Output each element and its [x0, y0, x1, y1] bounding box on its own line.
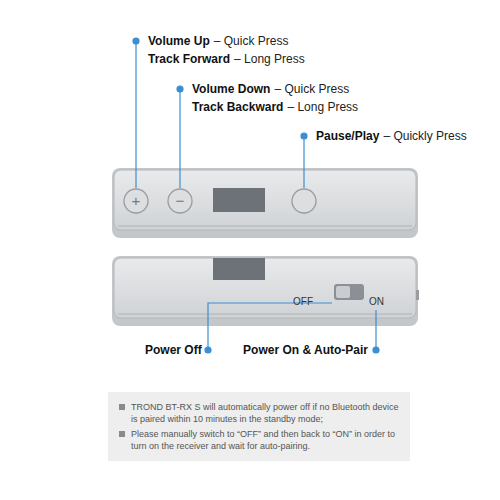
- callout-desc: – Quick Press: [214, 34, 289, 48]
- callout-title: Volume Up: [148, 34, 210, 48]
- bullet-square: [119, 431, 125, 437]
- button-symbol: +: [132, 193, 141, 208]
- callout-desc: – Long Press: [234, 52, 305, 66]
- receiver-front: [112, 168, 418, 238]
- callout-title: Track Forward: [148, 52, 230, 66]
- button-symbol: −: [176, 193, 185, 208]
- callout-title: Power On & Auto-Pair: [243, 343, 368, 357]
- note-box: TROND BT-RX S will automatically power o…: [108, 392, 410, 461]
- callout-title: Track Backward: [192, 100, 283, 114]
- bullet-square: [119, 404, 125, 410]
- callout-title: Pause/Play: [316, 129, 379, 143]
- note-text: Please manually switch to “OFF” and then…: [117, 428, 401, 452]
- callout-title: Power Off: [145, 343, 202, 357]
- callout-desc: – Quick Press: [274, 82, 349, 96]
- callout-desc: – Long Press: [287, 100, 358, 114]
- callout-title: Volume Down: [192, 82, 270, 96]
- callout-desc: – Quickly Press: [383, 129, 466, 143]
- receiver-side: [112, 256, 419, 326]
- note-text: TROND BT-RX S will automatically power o…: [117, 401, 401, 425]
- switch-label: OFF: [293, 295, 313, 309]
- leader-line: [133, 38, 379, 353]
- switch-label: ON: [369, 295, 384, 309]
